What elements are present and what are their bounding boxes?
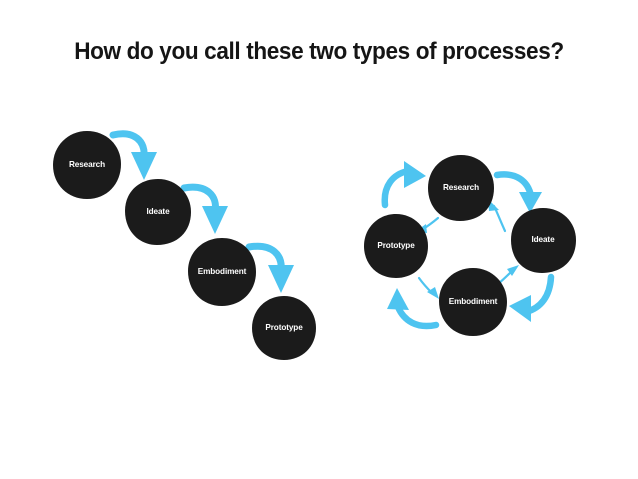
page-title: How do you call these two types of proce… xyxy=(74,38,564,65)
outer-arrow-research-to-ideate xyxy=(493,171,542,213)
node-prototype-cycle[interactable]: Prototype xyxy=(364,214,428,278)
node-ideate-cycle[interactable]: Ideate xyxy=(511,208,576,273)
arrow-ideate-to-embodiment xyxy=(180,183,228,234)
arrow-embodiment-to-prototype xyxy=(245,242,294,293)
node-prototype-linear[interactable]: Prototype xyxy=(252,296,316,360)
cyclic-process-diagram: Research Ideate Embodiment Prototype xyxy=(364,155,576,336)
node-research-cycle[interactable]: Research xyxy=(428,155,494,221)
outer-arrow-embodiment-to-prototype xyxy=(387,288,440,330)
inner-arrow-embodiment-to-ideate xyxy=(496,265,519,286)
node-ideate-linear[interactable]: Ideate xyxy=(125,179,191,245)
node-embodiment-linear[interactable]: Embodiment xyxy=(188,238,256,306)
inner-arrow-prototype-to-embodiment xyxy=(417,276,439,299)
outer-arrow-prototype-to-research xyxy=(381,161,426,209)
node-research-linear[interactable]: Research xyxy=(53,131,121,199)
arrow-research-to-ideate xyxy=(109,130,157,180)
node-embodiment-cycle[interactable]: Embodiment xyxy=(439,268,507,336)
outer-arrow-ideate-to-embodiment xyxy=(509,273,555,322)
inner-arrow-ideate-to-research xyxy=(488,199,507,233)
linear-process-diagram: Research Ideate Embodiment Prototype xyxy=(53,130,316,360)
